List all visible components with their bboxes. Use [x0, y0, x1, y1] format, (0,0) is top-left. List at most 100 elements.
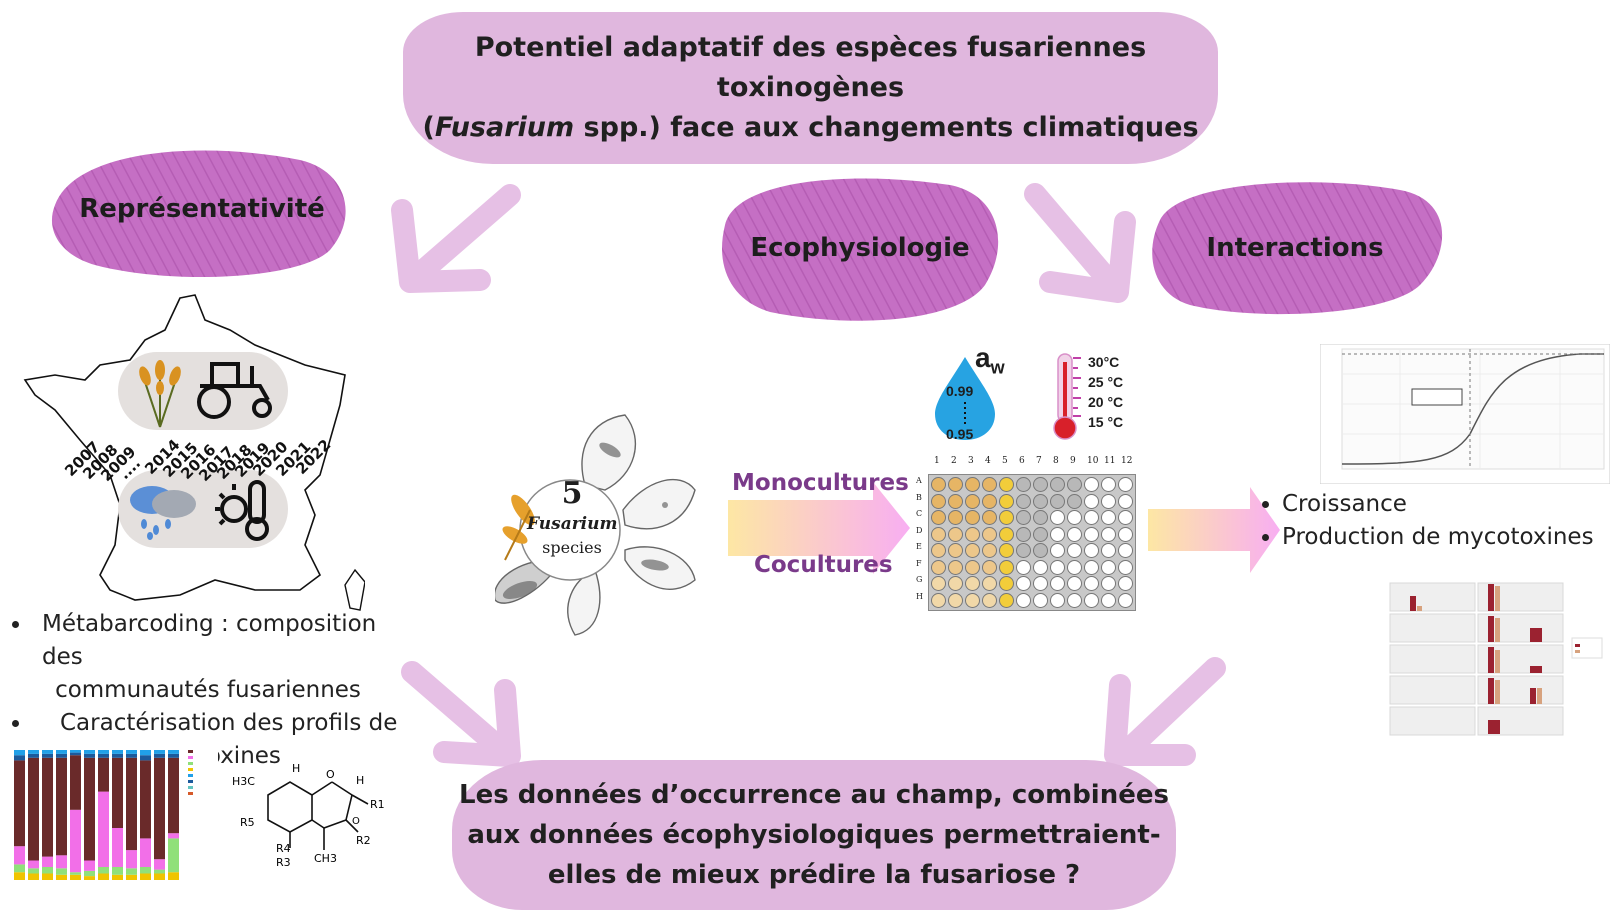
- plate-well: [999, 559, 1014, 575]
- plate-column-label: 1: [934, 456, 940, 466]
- theme-ecophysiologie: Ecophysiologie: [750, 233, 970, 263]
- plate-well: [1084, 510, 1099, 525]
- temp-15: 15 °C: [1088, 414, 1124, 430]
- plate-well: [1084, 493, 1099, 509]
- plate-well: [1050, 510, 1065, 525]
- plate-well: [1050, 559, 1065, 575]
- plate-well: [1084, 526, 1099, 542]
- stack-segment: [84, 750, 95, 754]
- plate-well: [1101, 576, 1116, 591]
- stack-segment: [42, 867, 53, 874]
- plate-row-label: G: [916, 575, 923, 584]
- stack-segment: [56, 868, 67, 875]
- right-bullet-growth: Croissance: [1282, 488, 1598, 521]
- wheat-icon: [139, 360, 181, 428]
- plate-column-label: 7: [1036, 456, 1042, 466]
- plate-well: [999, 543, 1014, 558]
- trichothecene-structure: H3C R5 H O H R1 R2 R4 R3 CH3 O: [232, 762, 385, 869]
- plate-column-label: 4: [985, 456, 991, 466]
- fusarium-petal-cluster: [495, 414, 696, 636]
- plate-well: [931, 510, 946, 525]
- plate-well: [1016, 510, 1031, 525]
- plate-well: [999, 477, 1014, 492]
- plate-well: [982, 559, 997, 575]
- stack-segment: [56, 757, 67, 856]
- plate-row-label: D: [916, 525, 923, 535]
- plate-column-label: 2: [951, 456, 957, 466]
- stack-segment: [126, 757, 137, 851]
- stack-segment: [112, 757, 123, 828]
- plate-well: [931, 559, 946, 575]
- right-bullet-mycotoxins: Production de mycotoxines: [1282, 521, 1598, 554]
- stack-segment: [56, 874, 67, 880]
- stack-segment: [98, 757, 109, 792]
- growth-curve-thumbnail: [1320, 344, 1610, 484]
- stack-segment: [28, 753, 39, 758]
- plate-well: [982, 543, 997, 558]
- plate-well: [948, 559, 963, 575]
- plate-well: [1118, 576, 1133, 591]
- stack-segment: [56, 753, 67, 758]
- stack-segment: [154, 873, 165, 880]
- stack-segment: [70, 874, 81, 880]
- temp-20: 20 °C: [1088, 394, 1124, 410]
- plate-well: [1016, 477, 1031, 492]
- plate-well: [1050, 576, 1065, 591]
- plate-well: [965, 477, 980, 492]
- plate-well: [1101, 543, 1116, 558]
- plate-well: [1067, 477, 1082, 492]
- plate-well: [982, 576, 997, 591]
- aw-low: 0.95: [946, 426, 974, 442]
- stack-segment: [70, 755, 81, 810]
- stack-segment: [168, 833, 179, 839]
- plate-well: [1033, 477, 1048, 492]
- left-bullet-1: Métabarcoding : composition des: [32, 608, 408, 674]
- stack-segment: [140, 760, 151, 839]
- stack-segment: [154, 859, 165, 870]
- plate-well: [965, 510, 980, 525]
- stack-segment: [42, 753, 53, 758]
- stack-segment: [98, 867, 109, 874]
- plate-well: [1084, 543, 1099, 558]
- plate-column-label: 8: [1053, 456, 1059, 466]
- plate-well: [948, 543, 963, 558]
- svg-text:H: H: [356, 774, 364, 787]
- stack-segment: [154, 753, 165, 758]
- plate-well: [982, 592, 997, 608]
- fusarium-species: species: [542, 538, 602, 557]
- stack-segment: [140, 750, 151, 756]
- plate-well: [1067, 592, 1082, 608]
- stack-segment: [126, 874, 137, 880]
- plate-well: [931, 477, 946, 492]
- stack-segment: [42, 873, 53, 880]
- plate-wells: [928, 474, 1136, 611]
- plate-well: [948, 510, 963, 525]
- theme-interactions: Interactions: [1206, 233, 1384, 263]
- water-drop-icon: [935, 357, 995, 440]
- stack-segment: [112, 753, 123, 758]
- plate-well: [1101, 493, 1116, 509]
- corsica-shape: [344, 568, 365, 611]
- plate-well: [1067, 526, 1082, 542]
- plate-well: [931, 493, 946, 509]
- stack-segment: [154, 869, 165, 874]
- stack-segment: [28, 868, 39, 874]
- plate-well: [1016, 526, 1031, 542]
- culture-arrow: [728, 482, 910, 574]
- svg-text:R3: R3: [276, 856, 291, 869]
- svg-text:O: O: [326, 768, 335, 781]
- stack-segment: [126, 868, 137, 875]
- plate-well: [1101, 559, 1116, 575]
- stack-segment: [112, 750, 123, 754]
- plate-well: [1067, 559, 1082, 575]
- plate-well: [965, 526, 980, 542]
- petal-microscopy: [567, 569, 601, 636]
- plate-well: [948, 592, 963, 608]
- stack-segment: [140, 755, 151, 761]
- plate-well: [965, 592, 980, 608]
- plate-well: [1084, 559, 1099, 575]
- right-bullet-list: Croissance Production de mycotoxines: [1258, 488, 1598, 554]
- thermometer-icon: [1053, 353, 1081, 440]
- conclusion-bubble: Les données d’occurrence au champ, combi…: [452, 760, 1176, 910]
